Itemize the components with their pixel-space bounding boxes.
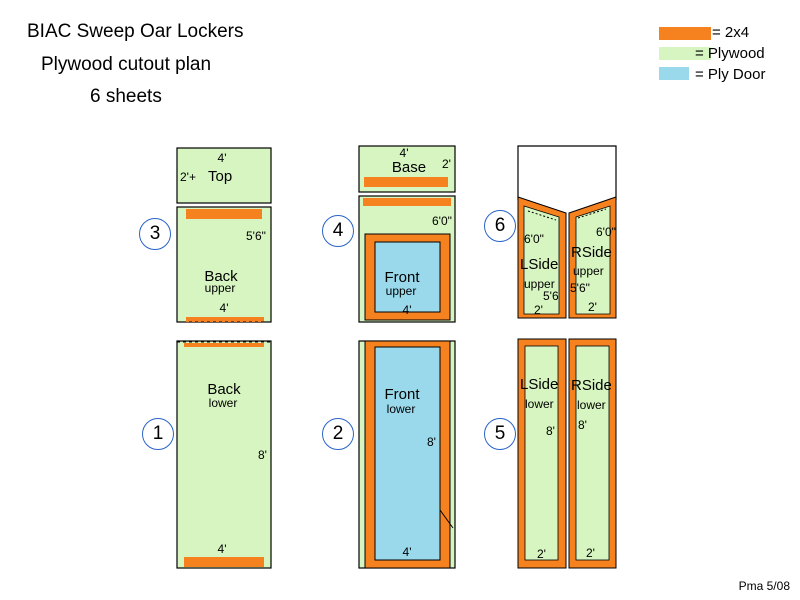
lside-lower-sub-label: lower (525, 397, 554, 411)
front-lower-width-label: 4' (403, 545, 412, 559)
back-upper-name-label: Back (204, 268, 238, 285)
back-lower-sub-label: lower (209, 396, 238, 410)
panel-back-upper: 5'6" Back upper 4' (176, 206, 272, 323)
footer-credit: Pma 5/08 (738, 579, 790, 593)
panel-lside-lower: LSide lower 8' 2' (517, 338, 567, 569)
title-line-2: Plywood cutout plan (41, 54, 212, 75)
panel-front-upper: 6'0" Front upper 4' (358, 195, 456, 323)
front-upper-sub-label: upper (386, 284, 417, 298)
top-depth-label: 2'+ (180, 170, 196, 184)
lside-upper-bottom-height-label: 5'6 (543, 289, 559, 303)
back-upper-height-label: 5'6" (246, 229, 266, 243)
base-depth-label: 2' (442, 157, 451, 171)
panel-lside-upper: 6'0" LSide upper 5'6 2' (517, 196, 567, 319)
top-width-label: 4' (218, 151, 227, 165)
back-lower-top-2x4 (184, 343, 264, 347)
rside-lower-sub-label: lower (577, 398, 606, 412)
legend-swatch-plywood (659, 47, 711, 60)
rside-lower-height-label: 8' (578, 418, 587, 432)
back-upper-width-label: 4' (220, 301, 229, 315)
legend-label-plywood: = Plywood (695, 45, 765, 62)
title-line-3: 6 sheets (90, 86, 162, 107)
front-upper-height-label: 6'0" (432, 214, 452, 228)
rside-upper-name-label: RSide (571, 244, 612, 261)
front-lower-frame-2x4 (364, 340, 451, 569)
panel-rside-lower: RSide lower 8' 2' (568, 338, 617, 569)
rside-upper-sub-label: upper (573, 264, 604, 278)
panel-top: 4' 2'+ Top (176, 147, 272, 204)
base-width-label: 4' (400, 146, 409, 160)
front-upper-name-label: Front (384, 269, 420, 286)
lside-upper-sub-label: upper (524, 277, 555, 291)
title-line-1: BIAC Sweep Oar Lockers (27, 21, 244, 42)
front-lower-name-label: Front (384, 386, 420, 403)
rside-upper-width-label: 2' (588, 300, 597, 314)
legend-label-ply-door: = Ply Door (695, 66, 766, 83)
panel-rside-upper: 6'0" RSide upper 5'6" 2' (568, 196, 617, 319)
back-upper-top-2x4 (186, 209, 262, 219)
panel-front-lower: Front lower 8' 4' (358, 340, 456, 569)
sheet-6-outline (517, 145, 617, 200)
front-lower-height-label: 8' (427, 435, 436, 449)
front-lower-door (374, 346, 441, 561)
front-upper-top-2x4 (363, 198, 451, 206)
sheet-number-1: 1 (142, 418, 174, 450)
sheet-number-5: 5 (484, 418, 516, 450)
sheet-number-2: 2 (322, 418, 354, 450)
rside-lower-name-label: RSide (571, 377, 612, 394)
rside-lower-width-label: 2' (586, 546, 595, 560)
front-upper-door (374, 241, 441, 313)
lside-lower-name-label: LSide (520, 376, 558, 393)
legend-swatch-ply-door (659, 67, 689, 80)
sheet-number-3: 3 (139, 218, 171, 250)
back-lower-height-label: 8' (258, 448, 267, 462)
back-lower-bottom-2x4 (184, 557, 264, 567)
lside-upper-name-label: LSide (520, 256, 558, 273)
lside-lower-height-label: 8' (546, 424, 555, 438)
base-2x4 (364, 177, 448, 187)
rside-upper-bottom-height-label: 5'6" (570, 281, 590, 295)
lside-upper-top-height-label: 6'0" (524, 232, 544, 246)
lside-upper-width-label: 2' (534, 303, 543, 317)
top-name-label: Top (208, 168, 232, 185)
panel-back-lower: Back lower 8' 4' (176, 340, 272, 569)
lside-lower-width-label: 2' (537, 547, 546, 561)
sheet-number-4: 4 (322, 215, 354, 247)
back-lower-name-label: Back (207, 381, 241, 398)
legend-swatch-2x4 (659, 27, 711, 40)
legend-label-2x4: = 2x4 (712, 24, 750, 41)
back-upper-bottom-2x4 (186, 317, 264, 322)
back-lower-width-label: 4' (218, 542, 227, 556)
back-upper-sub-label: upper (205, 281, 236, 295)
front-lower-sub-label: lower (387, 402, 416, 416)
base-name-label: Base (392, 159, 426, 176)
rside-upper-top-height-label: 6'0" (596, 225, 616, 239)
sheet-number-6: 6 (484, 210, 516, 242)
front-upper-frame-2x4 (364, 233, 451, 321)
panel-base: 4' Base 2' (358, 145, 456, 193)
front-upper-width-label: 4' (403, 303, 412, 317)
